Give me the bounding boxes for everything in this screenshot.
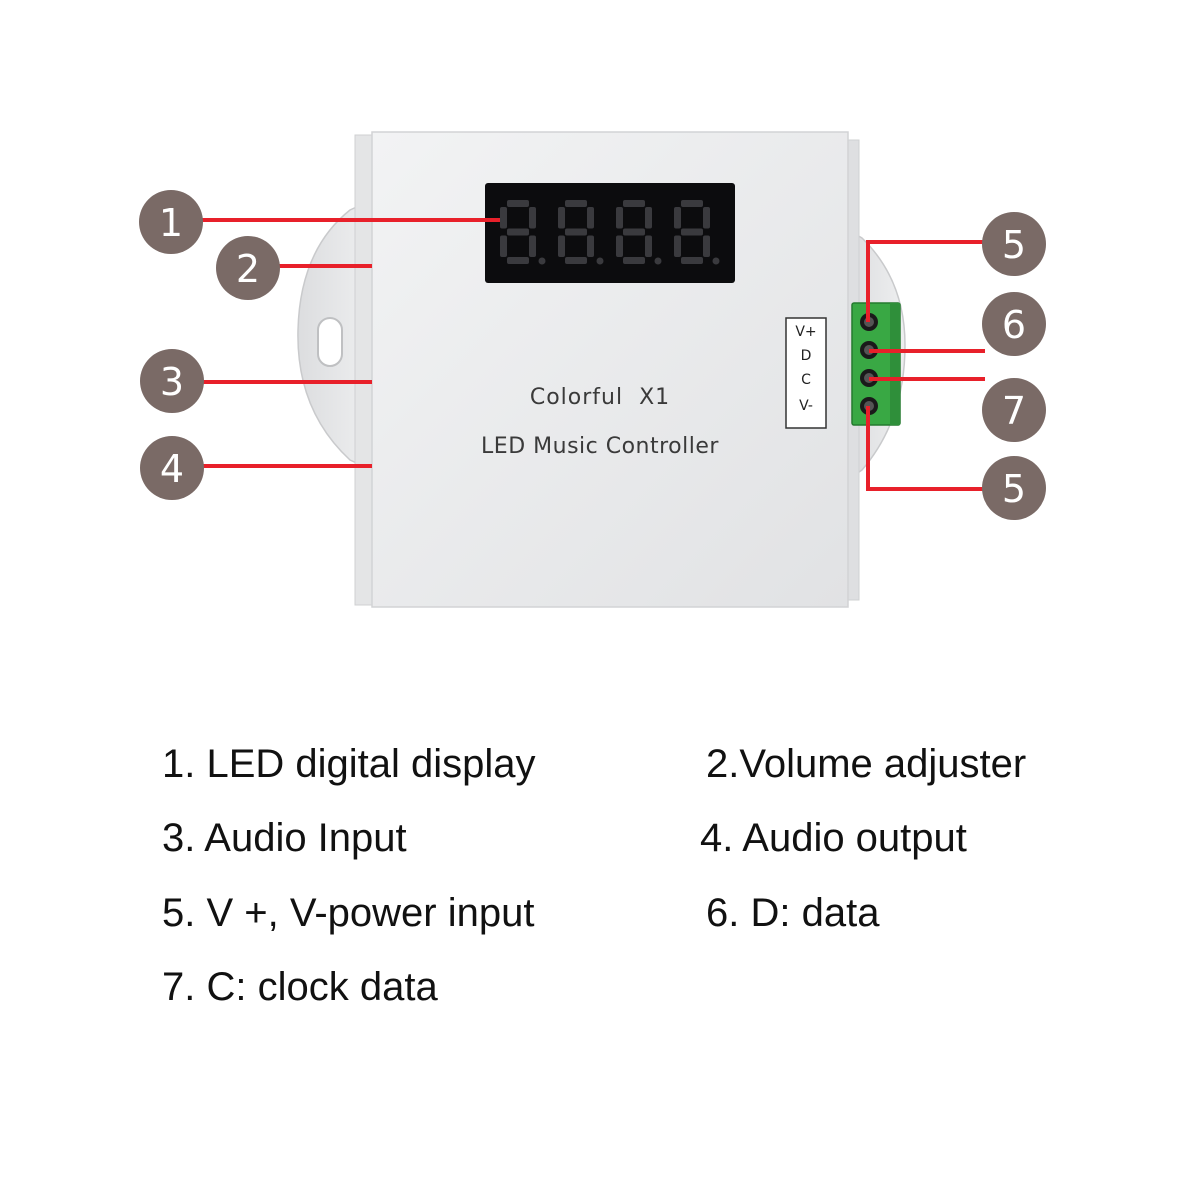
- legend-item-1: 1. LED digital display: [162, 742, 536, 786]
- digit-1-segment-2: [529, 207, 536, 229]
- digit-1-segment-3: [529, 235, 536, 257]
- digit-2-segment-6: [558, 207, 565, 229]
- terminal-label-d: D: [801, 348, 812, 364]
- left-mounting-slot: [317, 317, 343, 367]
- digit-2-segment-7: [565, 228, 587, 236]
- digit-4-segment-6: [674, 207, 681, 229]
- legend-item-2: 2.Volume adjuster: [706, 742, 1027, 786]
- callout-4: 4: [140, 436, 204, 500]
- digit-2-decimal-point: [596, 257, 604, 265]
- digit-4-segment-2: [703, 207, 710, 229]
- callout-1-number: 1: [159, 201, 183, 245]
- controller-diagram: Colorful X1 LED Music Controller V+ D C …: [139, 131, 1046, 608]
- digit-4-segment-7: [681, 228, 703, 236]
- terminal-label-vminus: V-: [799, 398, 813, 414]
- terminal-block-edge: [890, 303, 900, 425]
- callout-3-number: 3: [160, 360, 184, 404]
- digit-3-segment-1: [623, 200, 645, 207]
- digit-4-segment-1: [681, 200, 703, 207]
- digit-3-segment-5: [616, 235, 623, 257]
- digit-1-segment-7: [507, 228, 529, 236]
- digit-3-decimal-point: [654, 257, 662, 265]
- terminal-label-c: C: [801, 372, 811, 388]
- digit-4-segment-4: [681, 257, 703, 264]
- digit-1-segment-4: [507, 257, 529, 264]
- digit-2-segment-1: [565, 200, 587, 207]
- callout-5-bottom-number: 5: [1002, 467, 1026, 511]
- callout-7-number: 7: [1002, 389, 1026, 433]
- callout-1: 1: [139, 190, 203, 254]
- device-product-text: LED Music Controller: [481, 434, 719, 459]
- legend-item-4: 4. Audio output: [700, 816, 967, 860]
- terminal-label-vplus: V+: [795, 324, 816, 340]
- digit-2-segment-5: [558, 235, 565, 257]
- callout-6: 6: [982, 292, 1046, 356]
- terminal-label-plate: [785, 317, 827, 429]
- digit-1-segment-1: [507, 200, 529, 207]
- digit-4-segment-3: [703, 235, 710, 257]
- legend-item-3: 3. Audio Input: [162, 816, 407, 860]
- callout-2: 2: [216, 236, 280, 300]
- callout-5-top-number: 5: [1002, 223, 1026, 267]
- leader-line-5a: [866, 240, 985, 322]
- digit-3-segment-6: [616, 207, 623, 229]
- callout-4-number: 4: [160, 447, 184, 491]
- callout-7: 7: [982, 378, 1046, 442]
- callout-5-bottom: 5: [982, 456, 1046, 520]
- display-digits: [500, 200, 720, 265]
- digit-3-segment-3: [645, 235, 652, 257]
- callout-3: 3: [140, 349, 204, 413]
- legend-item-7: 7. C: clock data: [162, 965, 438, 1009]
- leader-line-5b: [866, 406, 985, 491]
- device-brand-text: Colorful X1: [530, 385, 670, 410]
- legend-item-5: 5. V +, V-power input: [162, 891, 535, 935]
- digit-2-segment-2: [587, 207, 594, 229]
- callout-2-number: 2: [236, 247, 260, 291]
- digit-4-segment-5: [674, 235, 681, 257]
- led-display: [485, 183, 735, 283]
- legend-item-6: 6. D: data: [706, 891, 880, 935]
- digit-4-decimal-point: [712, 257, 720, 265]
- digit-2-segment-4: [565, 257, 587, 264]
- digit-3-segment-2: [645, 207, 652, 229]
- digit-3-segment-7: [623, 228, 645, 236]
- digit-3-segment-4: [623, 257, 645, 264]
- callout-5-top: 5: [982, 212, 1046, 276]
- callout-6-number: 6: [1002, 303, 1026, 347]
- digit-1-segment-5: [500, 235, 507, 257]
- digit-1-segment-6: [500, 207, 507, 229]
- digit-1-decimal-point: [538, 257, 546, 265]
- digit-2-segment-3: [587, 235, 594, 257]
- left-side-rail: [354, 134, 374, 606]
